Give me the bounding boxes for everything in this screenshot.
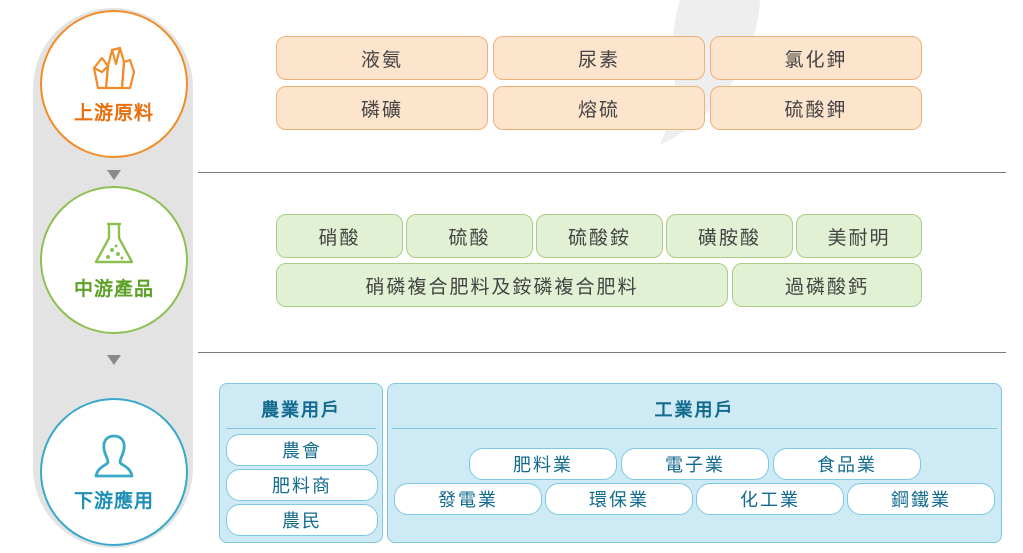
upstream-stage-label: 上游原料 xyxy=(73,101,154,124)
upstream-item: 尿素 xyxy=(493,36,705,80)
crystal-icon xyxy=(92,46,136,89)
industrial-user-item: 鋼鐵業 xyxy=(847,483,995,515)
midstream-item: 美耐明 xyxy=(796,214,922,258)
midstream-item: 硫酸 xyxy=(406,214,533,258)
midstream-item: 硫酸銨 xyxy=(536,214,663,258)
flask-icon xyxy=(94,222,134,263)
user-icon xyxy=(94,434,134,477)
upstream-item: 磷礦 xyxy=(276,86,488,130)
midstream-item: 磺胺酸 xyxy=(666,214,793,258)
panel-divider xyxy=(392,428,997,429)
section-divider xyxy=(198,352,1006,353)
panel-divider xyxy=(226,428,376,429)
arrow-down-icon xyxy=(107,355,121,365)
midstream-item: 過磷酸鈣 xyxy=(732,263,922,307)
upstream-item: 液氨 xyxy=(276,36,488,80)
agriculture-users-panel: 農業用戶 農會 肥料商 農民 xyxy=(219,383,383,543)
upstream-item: 熔硫 xyxy=(493,86,705,130)
agriculture-user-item: 肥料商 xyxy=(226,469,378,501)
upstream-item: 硫酸鉀 xyxy=(710,86,922,130)
midstream-item: 硝酸 xyxy=(276,214,403,258)
upstream-item: 氯化鉀 xyxy=(710,36,922,80)
midstream-stage: 中游產品 xyxy=(40,186,188,334)
industrial-users-title: 工業用戶 xyxy=(654,400,735,421)
agriculture-user-item: 農民 xyxy=(226,504,378,536)
industrial-users-panel: 工業用戶 肥料業 電子業 食品業 發電業 環保業 化工業 鋼鐵業 xyxy=(387,383,1002,543)
industrial-user-item: 發電業 xyxy=(394,483,542,515)
industrial-user-item: 化工業 xyxy=(696,483,844,515)
agriculture-users-title: 農業用戶 xyxy=(261,400,341,421)
industrial-user-item: 電子業 xyxy=(621,448,769,480)
midstream-stage-label: 中游產品 xyxy=(73,277,154,300)
arrow-down-icon xyxy=(107,170,121,180)
agriculture-user-item: 農會 xyxy=(226,434,378,466)
downstream-stage: 下游應用 xyxy=(40,398,188,546)
industrial-user-item: 肥料業 xyxy=(469,448,617,480)
industrial-user-item: 環保業 xyxy=(545,483,693,515)
industrial-user-item: 食品業 xyxy=(773,448,921,480)
midstream-item: 硝磷複合肥料及銨磷複合肥料 xyxy=(276,263,728,307)
upstream-stage: 上游原料 xyxy=(40,10,188,158)
downstream-stage-label: 下游應用 xyxy=(73,489,154,512)
section-divider xyxy=(198,172,1006,173)
